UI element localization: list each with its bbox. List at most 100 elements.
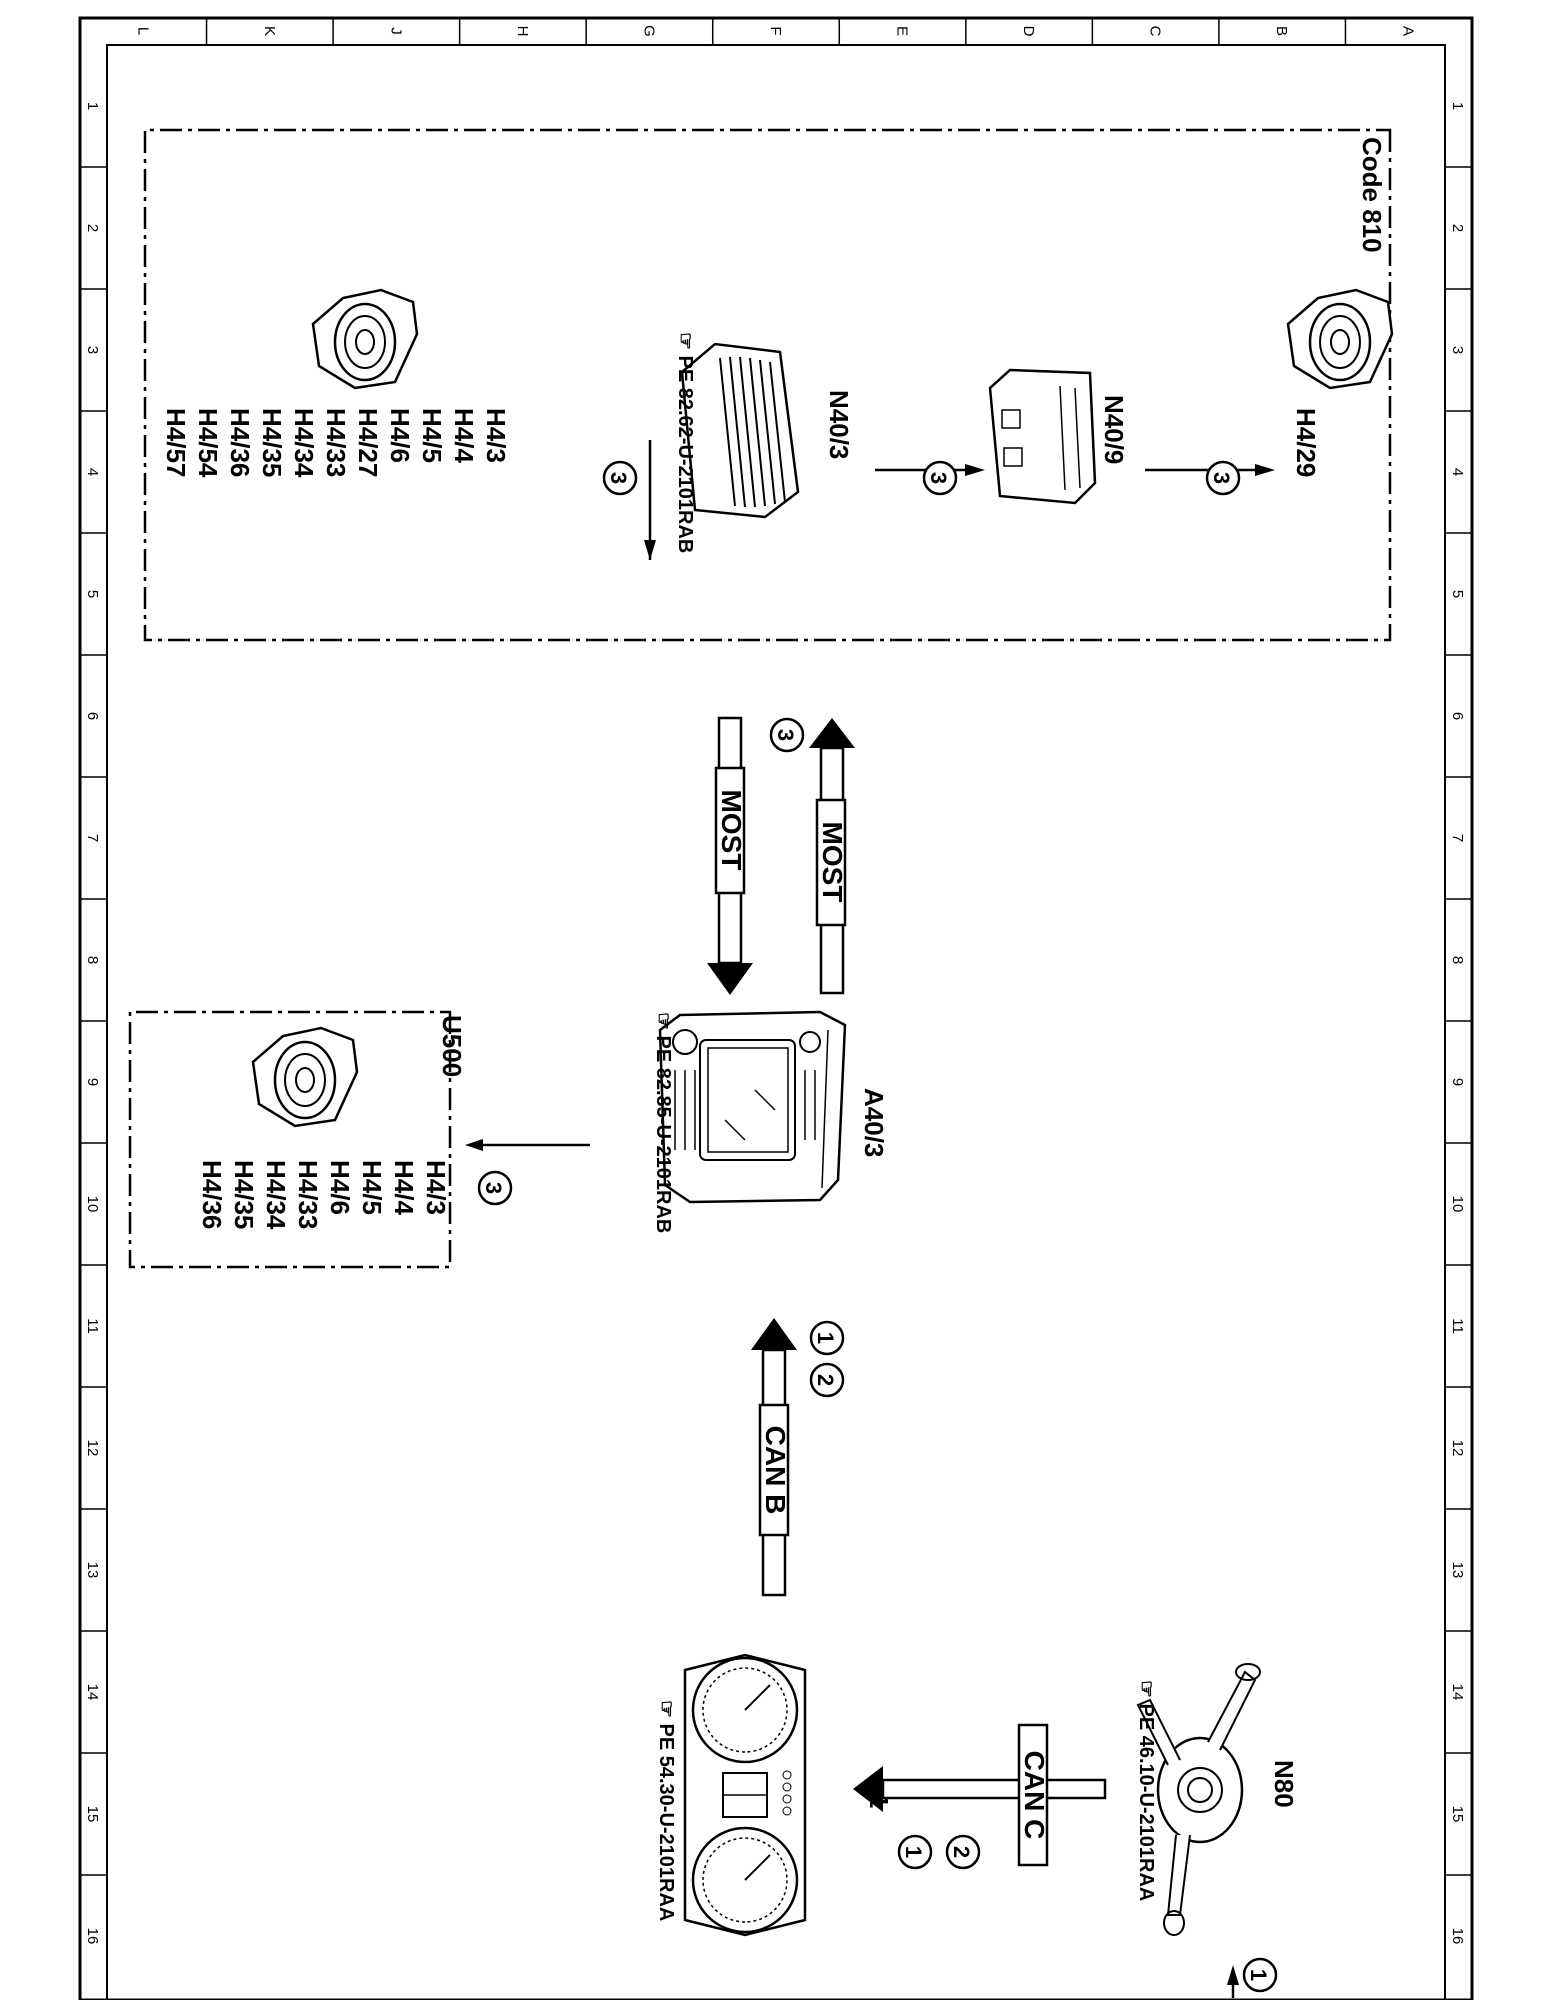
hand-icon: ☞	[655, 1700, 677, 1724]
grid-row-label: 16	[1449, 1928, 1466, 1945]
svg-text:CAN C: CAN C	[1019, 1751, 1050, 1840]
h4-29-label: H4/29	[1291, 408, 1321, 477]
svg-text:1: 1	[1246, 1969, 1271, 1981]
grid-column-label: K	[261, 26, 278, 36]
grid-row-label: 1	[84, 102, 101, 110]
speaker-list-item: H4/5	[357, 1160, 387, 1215]
svg-text:3: 3	[1209, 472, 1234, 484]
svg-text:3: 3	[926, 472, 951, 484]
hand-icon: ☞	[652, 1012, 674, 1036]
grid-column-label: A	[1400, 26, 1417, 36]
svg-text:MOST: MOST	[716, 790, 747, 871]
grid-column-label: D	[1020, 26, 1037, 37]
steering-switch-icon-n80	[1136, 1663, 1261, 1936]
code-810-label: Code 810	[1357, 137, 1387, 253]
step-badge: 3	[1205, 460, 1241, 496]
grid-row-label: 2	[84, 224, 101, 232]
speaker-list-item: H4/35	[257, 408, 287, 477]
grid-row-label: 12	[84, 1440, 101, 1457]
grid-row-label: 8	[84, 956, 101, 964]
speaker-icon-h4-29	[1286, 288, 1394, 390]
grid-row-label: 5	[84, 590, 101, 598]
grid-column-label: J	[387, 27, 404, 35]
grid-row-label: 14	[84, 1684, 101, 1701]
speaker-list-item: H4/3	[421, 1160, 451, 1215]
speaker-icon	[251, 1026, 359, 1128]
inner-frame	[106, 44, 1446, 2000]
grid-row-label: 14	[1449, 1684, 1466, 1701]
grid-row-label: 16	[84, 1928, 101, 1945]
grid-row-label: 7	[84, 834, 101, 842]
grid-column-label: H	[514, 26, 531, 37]
incoming-arrow: 1	[1227, 1957, 1278, 1998]
n40-3-label: N40/3	[824, 390, 854, 459]
grid-row-label: 13	[1449, 1562, 1466, 1579]
grid-column-label: F	[767, 26, 784, 35]
speaker-list-item: H4/34	[261, 1160, 291, 1230]
speaker-list-item: H4/33	[293, 1160, 323, 1229]
bus-can-b: CAN B 1 2	[751, 1318, 845, 1597]
n40-9-label: N40/9	[1099, 395, 1129, 464]
grid-row-label: 10	[1449, 1196, 1466, 1213]
grid-row-label: 9	[84, 1078, 101, 1086]
a1-ref: ☞ PE 54.30-U-2101RAA	[655, 1700, 677, 1921]
diagram-content: Code 810 H4/29 3 N40/9 3 N40	[128, 128, 1394, 1998]
grid-row-label: 10	[84, 1196, 101, 1213]
hand-icon: ☞	[674, 332, 696, 356]
speaker-list-item: H4/4	[389, 1160, 419, 1215]
grid-row-label: 6	[1449, 712, 1466, 720]
a40-3-label: A40/3	[859, 1088, 889, 1157]
svg-text:3: 3	[606, 472, 631, 484]
speaker-icon	[311, 288, 419, 390]
grid-row-label: 8	[1449, 956, 1466, 964]
svg-text:3: 3	[773, 729, 798, 741]
grid-row-label: 11	[1449, 1318, 1466, 1334]
bus-can-c: CAN C 2 1	[853, 1723, 1107, 1870]
amplifier-icon-n40-3	[680, 342, 800, 519]
speaker-list-item: H4/27	[353, 408, 383, 477]
hand-icon: ☞	[1135, 1680, 1157, 1704]
grid-column-label: L	[134, 27, 151, 35]
a40-3-ref: ☞ PE 82.85-U-2101RAB	[652, 1012, 674, 1233]
grid-row-label: 13	[84, 1562, 101, 1579]
grid-row-label: 15	[84, 1806, 101, 1823]
grid-row-label: 3	[1449, 346, 1466, 354]
u500-label: U500	[437, 1015, 467, 1077]
grid-column-label: C	[1147, 26, 1164, 37]
grid-row-label: 9	[1449, 1078, 1466, 1086]
svg-text:MOST: MOST	[817, 822, 848, 903]
step-badge: 3	[602, 460, 638, 496]
speaker-list-item: H4/3	[481, 408, 511, 463]
speaker-list-item: H4/5	[417, 408, 447, 463]
grid-column-label: B	[1273, 26, 1290, 36]
bus-most-up: MOST 3	[769, 717, 855, 995]
instrument-cluster-icon-a1	[683, 1653, 807, 1937]
n80-ref: ☞ PE 46.10-U-2101RAA	[1135, 1680, 1157, 1901]
bus-most-down: MOST	[707, 716, 753, 995]
svg-text:2: 2	[813, 1374, 838, 1386]
speaker-list-item: H4/34	[289, 408, 319, 478]
grid-row-label: 7	[1449, 834, 1466, 842]
n80-label: N80	[1269, 1760, 1299, 1808]
svg-text:1: 1	[901, 1846, 926, 1858]
svg-text:1: 1	[813, 1332, 838, 1344]
amplifier-icon-n40-9	[988, 368, 1097, 505]
grid-row-label: 11	[84, 1318, 101, 1334]
speaker-list-item: H4/35	[229, 1160, 259, 1229]
head-unit-icon-a40-3	[658, 1010, 847, 1204]
grid-row-label: 4	[84, 468, 101, 476]
u500-box	[128, 1010, 452, 1269]
grid-row-label: 2	[1449, 224, 1466, 232]
speaker-list-item: H4/33	[321, 408, 351, 477]
grid-row-label: 4	[1449, 468, 1466, 476]
grid-row-label: 6	[84, 712, 101, 720]
speaker-list-item: H4/36	[197, 1160, 227, 1229]
grid-column-label: G	[640, 25, 657, 37]
speaker-list-item: H4/57	[161, 408, 191, 477]
speaker-list-item: H4/54	[193, 408, 223, 478]
grid-row-label: 12	[1449, 1440, 1466, 1457]
grid-row-label: 5	[1449, 590, 1466, 598]
svg-text:2: 2	[949, 1846, 974, 1858]
